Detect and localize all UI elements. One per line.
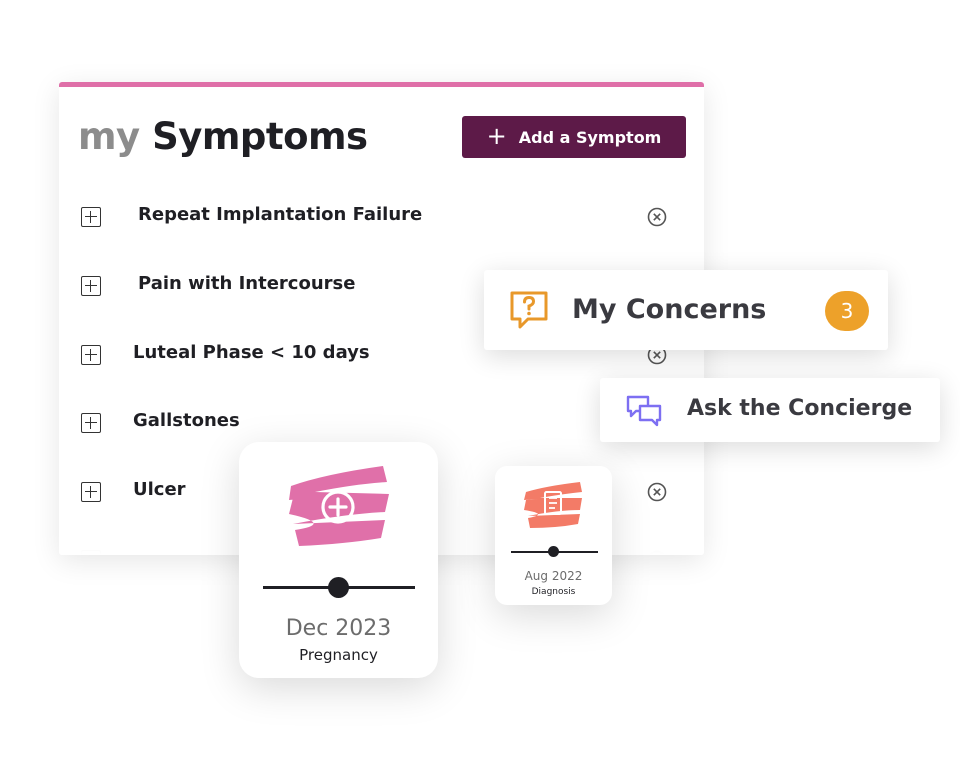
ask-concierge-card[interactable]: Ask the Concierge [600, 378, 940, 442]
event-date: Aug 2022 [524, 569, 583, 583]
ask-concierge-label: Ask the Concierge [687, 396, 913, 421]
my-concerns-card[interactable]: My Concerns 3 [484, 270, 888, 350]
add-symptom-button[interactable]: + Add a Symptom [462, 116, 686, 158]
expand-icon[interactable] [81, 413, 101, 433]
title-prefix: my [78, 115, 140, 158]
clipboard-icon [524, 482, 582, 528]
question-chat-icon [510, 291, 548, 329]
symptom-label: Repeat Implantation Failure [138, 204, 423, 225]
plus-icon: + [486, 122, 507, 150]
symptom-label: Luteal Phase < 10 days [133, 342, 370, 363]
timeline-event-card[interactable]: Aug 2022 Diagnosis [495, 466, 612, 605]
expand-icon[interactable] [81, 482, 101, 502]
symptom-label: Gallstones [133, 410, 240, 431]
concerns-count-badge: 3 [825, 291, 869, 331]
symptom-row: Gallstones [59, 404, 704, 444]
symptom-row: Pain with Intercourse [59, 267, 704, 307]
add-symptom-label: Add a Symptom [518, 127, 662, 147]
timeline-dot [328, 577, 349, 598]
symptom-label: Ulcer [133, 479, 186, 500]
page-title: my Symptoms [78, 115, 368, 158]
event-type: Pregnancy [299, 646, 378, 664]
event-date: Dec 2023 [285, 616, 392, 641]
title-main: Symptoms [152, 115, 368, 158]
my-concerns-label: My Concerns [572, 294, 767, 325]
chat-bubbles-icon [626, 395, 662, 427]
symptom-row: Ulcer [59, 473, 704, 513]
remove-icon[interactable] [647, 482, 667, 502]
remove-icon[interactable] [647, 207, 667, 227]
timeline-event-card[interactable]: Dec 2023 Pregnancy [239, 442, 438, 678]
symptom-row: Luteal Phase < 10 days [59, 336, 704, 376]
symptom-label: Pain with Intercourse [138, 273, 356, 294]
event-type: Diagnosis [531, 587, 576, 597]
symptom-row: Repeat Implantation Failure [59, 198, 704, 238]
expand-icon[interactable] [81, 207, 101, 227]
expand-icon[interactable] [81, 276, 101, 296]
expand-icon[interactable] [81, 345, 101, 365]
timeline-dot [548, 546, 559, 557]
add-circle-icon [289, 466, 389, 546]
